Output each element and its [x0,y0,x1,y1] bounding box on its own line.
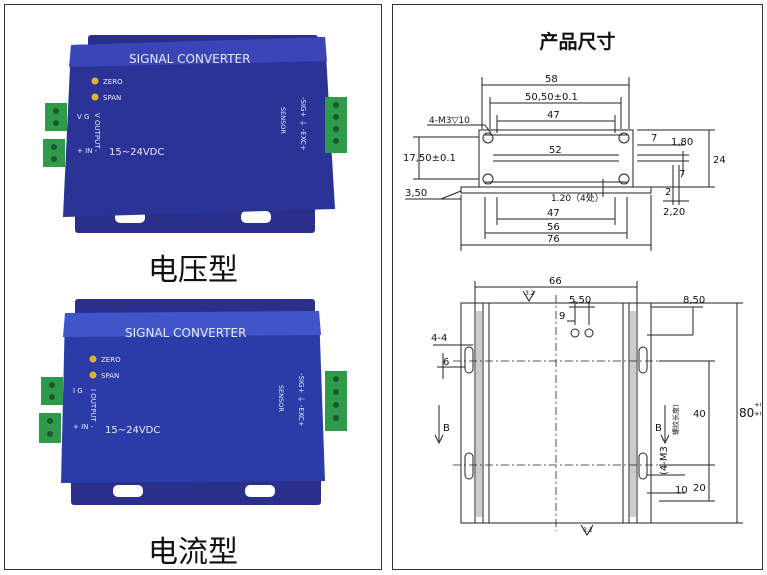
dim-20: 20 [693,483,706,494]
roughness-top: 3.2 [525,290,535,297]
converter-body [61,311,325,483]
dim-56: 56 [547,222,560,233]
zero-label: ZERO [101,356,121,364]
zero-label: ZERO [103,78,123,86]
dim-76: 76 [547,234,560,245]
section-b-left: B [443,423,450,434]
sensor-label: SENSOR [277,385,285,412]
dimension-drawing-panel: 产品尺寸 [392,4,763,570]
dim-66: 66 [549,276,562,287]
dim-58: 58 [545,74,558,85]
sensor-pins-label: -SIG+ ⏚ -EXC+ [297,373,305,427]
mount-slot [241,211,271,223]
output-label: V OUTPUT [93,113,101,149]
span-label: SPAN [101,372,119,380]
dim-9: 9 [559,311,565,322]
output-pins-label: I G [73,387,83,395]
converter-body [63,37,335,217]
power-label: 15~24VDC [105,425,160,436]
span-label: SPAN [103,94,121,102]
output-terminal [41,377,63,405]
zero-led [91,77,99,85]
dim-2: 2 [665,187,671,198]
dim-7-lower: 7 [679,169,685,180]
plan-view [433,281,743,536]
dim-50-50: 50,50±0.1 [525,92,578,103]
hole-spec: 4-M3▽10 [429,116,470,126]
sensor-terminal [325,371,347,431]
dim-1-20: 1.20（4处） [551,192,604,204]
brand-label: SIGNAL CONVERTER [125,326,246,340]
dim-1-80: 1,80 [671,137,693,148]
section-view [405,77,715,251]
power-pins-label: + IN - [73,423,94,431]
voltage-caption: 电压型 [148,253,238,288]
power-terminal [39,413,61,443]
bottom-flange [71,475,321,505]
span-led [89,371,97,379]
dim-47-bottom: 47 [547,208,560,219]
m3-thread-note: 螺纹长度) [671,404,680,435]
sensor-terminal [325,97,347,153]
drawing-title: 产品尺寸 [539,31,616,53]
technical-drawing: 58 50,50±0.1 47 52 47 56 76 4-M3▽10 7 1,… [403,74,761,536]
span-led [91,93,99,101]
dim-3-50: 3,50 [405,188,427,199]
section-b-right: B [655,423,662,434]
power-terminal [43,139,65,167]
dim-8-50: 8,50 [683,295,705,306]
mount-slot [113,485,143,497]
body-highlight [69,37,327,67]
zero-led [89,355,97,363]
current-converter-image: SIGNAL CONVERTER ZERO SPAN I G I OUTPUT … [39,299,347,505]
sensor-pins-label: -SIG+ ⏚ -EXC+ [299,97,307,151]
voltage-converter-image: SIGNAL CONVERTER ZERO SPAN V G V OUTPUT … [43,35,347,233]
dim-6: 6 [443,357,449,368]
dim-5-50: 5,50 [569,295,591,306]
roughness-bottom: 3.2 [583,527,593,534]
brand-label: SIGNAL CONVERTER [129,52,250,66]
dim-80-tolerance: +0.8 [754,401,761,409]
output-terminal [45,103,67,131]
body-highlight [63,311,321,337]
dim-40: 40 [693,409,706,420]
m3-thread-label: (4-M3 [659,446,670,475]
sensor-label: SENSOR [279,107,287,134]
dim-17-50: 17,50±0.1 [403,153,456,164]
power-pins-label: + IN - [77,147,98,155]
dim-10: 10 [675,485,688,496]
power-label: 15~24VDC [109,147,164,158]
dim-80-tolerance: +0.2 [754,410,761,418]
dim-2-20: 2,20 [663,207,685,218]
dim-47-top: 47 [547,110,560,121]
dim-4-4: 4-4 [431,333,447,344]
dim-80: 80 [739,406,754,420]
output-pins-label: V G [77,113,89,121]
dim-24: 24 [713,155,726,166]
dim-7-upper: 7 [651,133,657,144]
product-photos-panel: SIGNAL CONVERTER ZERO SPAN V G V OUTPUT … [4,4,382,570]
output-label: I OUTPUT [89,389,97,423]
current-caption: 电流型 [148,535,238,570]
dim-52: 52 [549,145,562,156]
mount-slot [245,485,275,497]
